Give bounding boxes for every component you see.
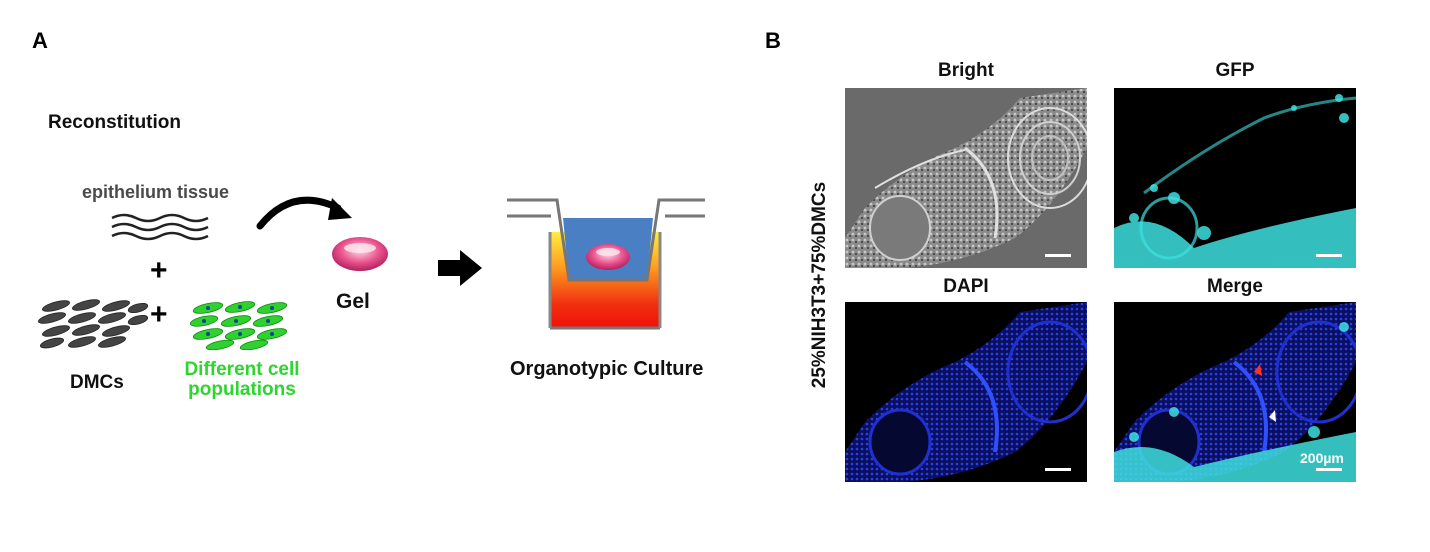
panel-b-letter: B: [765, 28, 781, 53]
curved-arrow-icon: [256, 196, 352, 230]
scale-bar-text: 200µm: [1300, 450, 1344, 466]
dmcs-label: DMCs: [70, 372, 124, 393]
different-cell-line1: Different cell: [184, 359, 300, 380]
different-cell-line2: populations: [188, 379, 296, 400]
row-label: 25%NIH3T3+75%DMCs: [809, 181, 830, 389]
gel-drop-icon: [332, 237, 388, 271]
dmcs-cells-icon: [38, 299, 148, 349]
different-cell-populations-label: Different cell populations: [180, 360, 304, 400]
epithelium-waves-icon: [111, 213, 209, 241]
gfp-title: GFP: [1215, 60, 1255, 81]
green-cells-icon: [190, 301, 288, 350]
bright-title: Bright: [938, 60, 994, 81]
organotypic-culture-well-icon: [507, 198, 705, 330]
bright-image: [845, 88, 1087, 268]
dapi-title: DAPI: [943, 276, 989, 297]
panel-a-letter: A: [32, 28, 48, 53]
merge-image: 200µm: [1114, 302, 1356, 482]
gfp-image: [1114, 88, 1356, 268]
merge-title: Merge: [1207, 276, 1263, 297]
organotypic-culture-label: Organotypic Culture: [510, 358, 704, 380]
gel-label: Gel: [336, 290, 370, 313]
reconstitution-title: Reconstitution: [48, 112, 181, 133]
dapi-image: [845, 302, 1087, 482]
epithelium-label: epithelium tissue: [82, 182, 230, 202]
plus-sign-top: +: [150, 254, 168, 287]
plus-sign-middle: +: [150, 298, 168, 331]
right-arrow-icon: [438, 250, 482, 286]
